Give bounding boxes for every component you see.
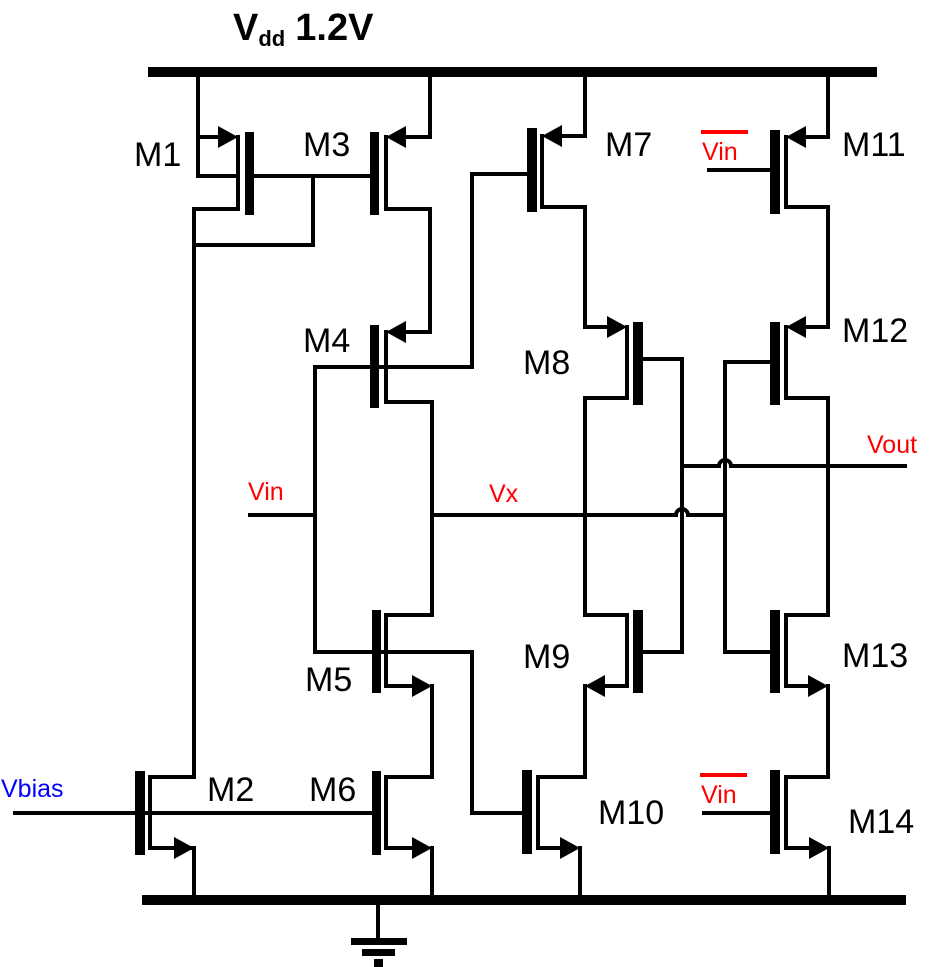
label-vin-bar-bottom: Vin — [700, 773, 747, 809]
transistor-m10 — [522, 770, 587, 902]
label-m6: M6 — [309, 771, 356, 809]
label-m8: M8 — [523, 344, 570, 382]
transistor-m13 — [770, 610, 830, 779]
vdd-rail — [148, 67, 877, 77]
ground-icon — [351, 903, 407, 967]
label-vbias: Vbias — [1, 775, 64, 803]
label-m9: M9 — [523, 638, 570, 676]
label-m11: M11 — [842, 126, 906, 164]
label-m7: M7 — [605, 126, 652, 164]
label-m13: M13 — [842, 637, 908, 675]
transistor-m2 — [13, 207, 374, 902]
transistor-m5 — [313, 365, 524, 815]
transistor-m4 — [313, 172, 529, 617]
transistor-m6 — [372, 771, 434, 902]
svg-text:Vin: Vin — [701, 781, 737, 809]
svg-text:Vin: Vin — [702, 138, 738, 166]
label-m3: M3 — [303, 126, 350, 164]
label-m2: M2 — [207, 771, 254, 809]
transistor-m8 — [583, 316, 684, 654]
ground-rail — [142, 895, 906, 905]
label-m12: M12 — [842, 312, 908, 350]
transistor-m14 — [702, 770, 831, 902]
label-vin-bar-top: Vin — [701, 130, 748, 166]
label-m1: M1 — [134, 136, 181, 174]
label-m10: M10 — [598, 794, 664, 832]
vout-net — [680, 458, 907, 468]
transistor-m12 — [723, 316, 830, 654]
label-vin: Vin — [248, 478, 284, 506]
label-vx: Vx — [489, 480, 519, 508]
label-m14: M14 — [848, 803, 914, 841]
transistor-m3 — [370, 70, 432, 334]
transistor-m1 — [192, 70, 372, 247]
transistor-m9 — [583, 610, 643, 779]
transistor-m7 — [527, 70, 614, 329]
label-m4: M4 — [303, 322, 350, 360]
label-vout: Vout — [867, 431, 917, 459]
label-m5: M5 — [305, 661, 352, 699]
transistor-m11 — [707, 70, 830, 329]
vx-net — [430, 507, 727, 517]
